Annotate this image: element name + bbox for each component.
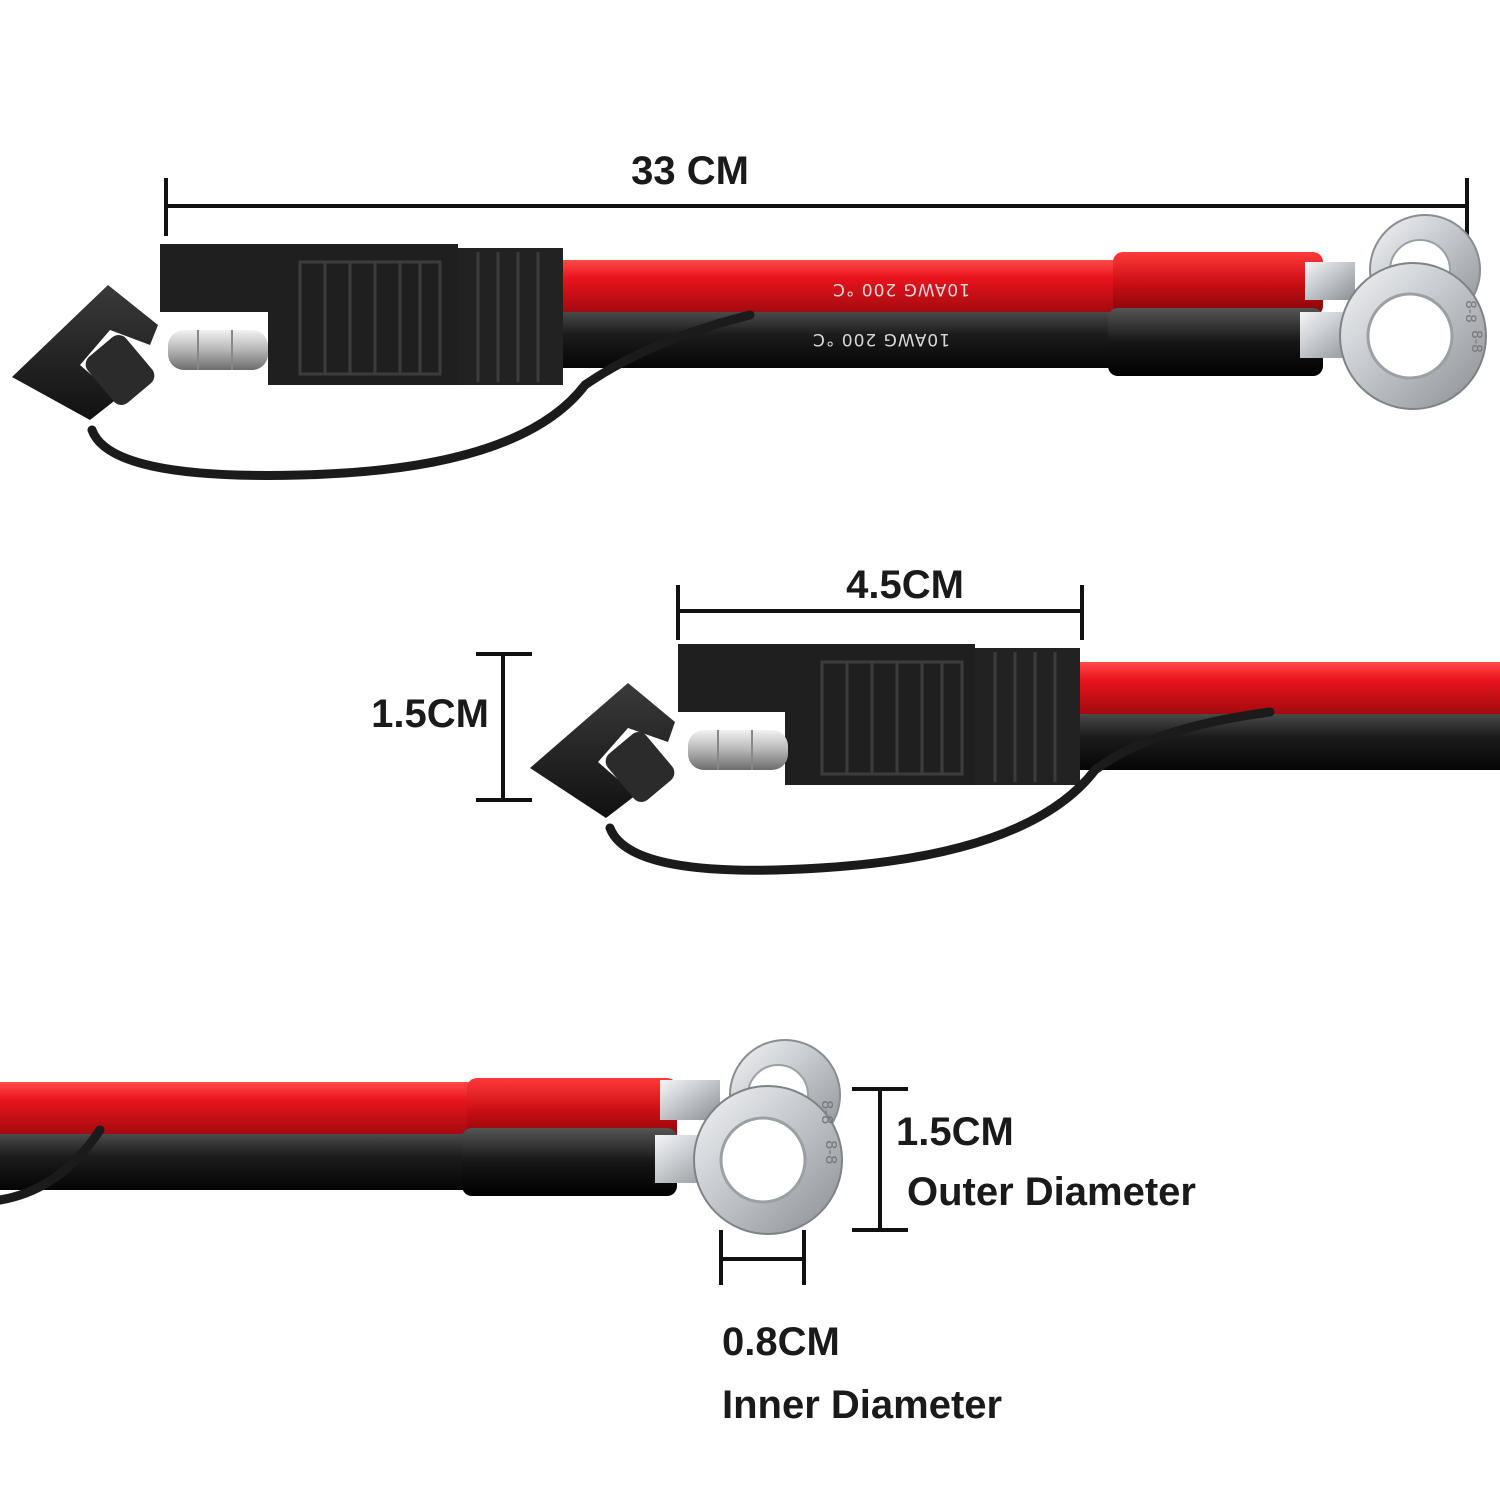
connector-length-label: 4.5CM: [846, 563, 964, 607]
sae-dust-cap: [12, 285, 755, 480]
cap-strap: [87, 310, 755, 480]
sae-connector-housing: [160, 244, 563, 385]
ring-stamp-back-bottom: 8-8: [818, 1100, 836, 1125]
ring-stamp-front-bottom: 8-8: [822, 1140, 840, 1165]
ring-stamp-front: 8-8: [1468, 330, 1484, 353]
ring-stamp-back: 8-8: [1462, 300, 1478, 323]
total-length-dimension: [164, 178, 1469, 236]
outer-diameter-caption: Outer Diameter: [907, 1170, 1196, 1214]
cap-strap-bottom: [0, 1125, 105, 1205]
red-wire-print: 10AWG 200 °C: [832, 279, 970, 299]
connector-height-dimension: [476, 652, 532, 802]
connector-pin: [168, 330, 268, 370]
connector-height-label: 1.5CM: [371, 692, 489, 736]
red-wire-bottom: [0, 1082, 470, 1134]
sae-connector-housing-detail: [678, 644, 1080, 785]
connector-detail: 4.5CM 1.5CM: [371, 563, 1500, 875]
sae-dust-cap-detail: [530, 683, 1275, 875]
connector-pin-detail: [688, 730, 788, 770]
red-heat-shrink-bottom: [467, 1078, 677, 1144]
ring-terminal-detail: 8-8 8-8 1.5CM Outer Diameter 0.8CM Inner…: [0, 1039, 1196, 1427]
connector-length-dimension: [676, 585, 1084, 640]
red-heat-shrink: [1113, 252, 1323, 316]
red-wire: [560, 260, 1120, 312]
cap-strap-detail: [605, 707, 1275, 875]
full-cable-assembly: 33 CM 10AWG 200 °C 10AWG 200 °C 8-8 8-8: [12, 149, 1487, 480]
black-heat-shrink-bottom: [462, 1128, 677, 1196]
inner-diameter-value: 0.8CM: [722, 1320, 840, 1364]
outer-diameter-value: 1.5CM: [896, 1110, 1014, 1154]
ring-terminal-front: [1300, 262, 1487, 410]
outer-diameter-dimension: [852, 1087, 908, 1232]
total-length-label: 33 CM: [631, 149, 749, 193]
inner-diameter-caption: Inner Diameter: [722, 1383, 1002, 1427]
inner-diameter-dimension: [719, 1230, 806, 1285]
black-wire-print: 10AWG 200 °C: [812, 329, 950, 349]
black-heat-shrink: [1108, 308, 1323, 376]
red-wire-detail: [1075, 662, 1500, 714]
ring-terminal-front-bottom: [655, 1085, 843, 1235]
black-wire: [560, 312, 1120, 368]
